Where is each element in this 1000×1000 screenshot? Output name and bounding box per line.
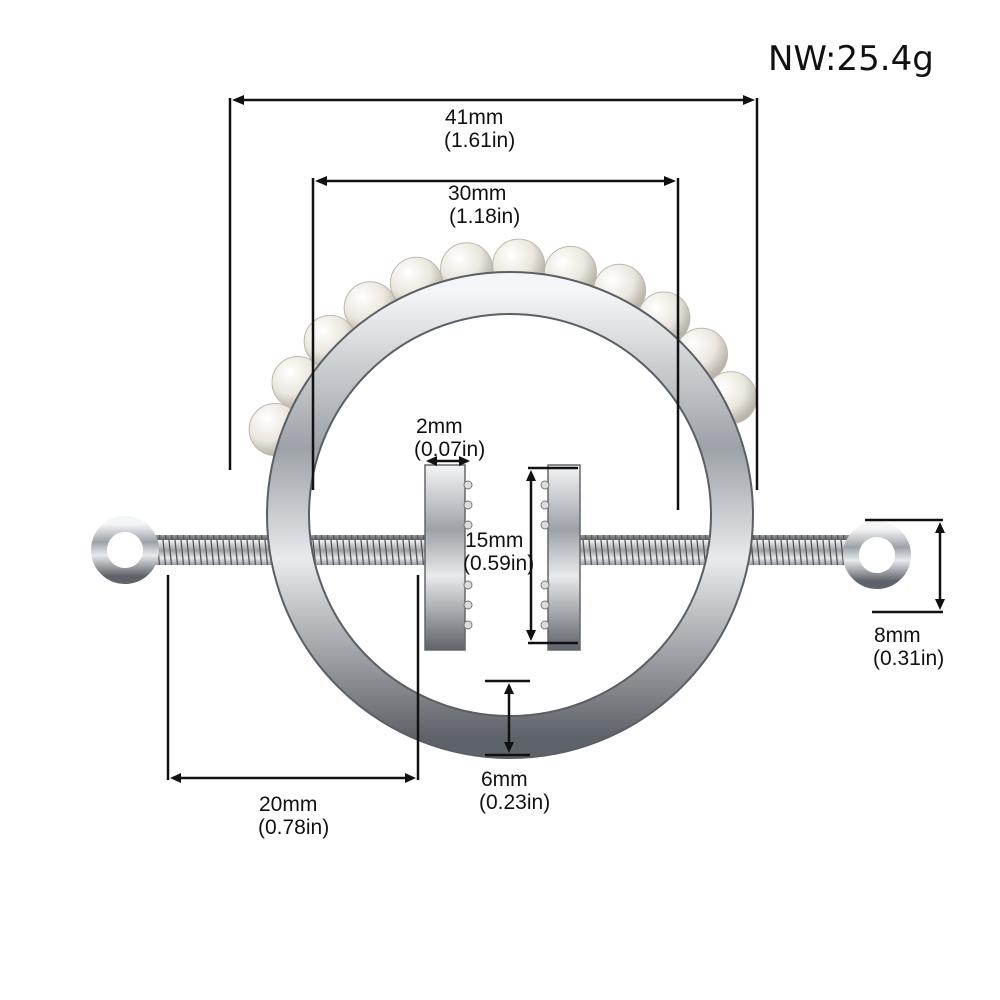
arrowheads (170, 95, 945, 783)
ring-thickness-mm: 6mm (481, 768, 528, 791)
clamp-plate-right (540, 464, 581, 651)
inner-width-mm: 30mm (448, 182, 506, 205)
ring-inner-outline (308, 313, 712, 717)
plate-thickness-in: (0.07in) (414, 438, 485, 461)
clamp-plate-left (424, 464, 473, 651)
ring-thickness-in: (0.23in) (479, 791, 550, 814)
inner-width-in: (1.18in) (449, 205, 520, 228)
plate-height-in: (0.59in) (463, 552, 534, 575)
overall-width-mm: 41mm (445, 106, 503, 129)
ring (267, 272, 753, 758)
plate-height-mm: 15mm (465, 529, 523, 552)
dimension-lines (166, 98, 943, 780)
overall-width-in: (1.61in) (444, 129, 515, 152)
eyelet-diameter-in: (0.31in) (873, 647, 944, 670)
net-weight-label: NW:25.4g (768, 39, 934, 79)
screw-length-in: (0.78in) (258, 816, 329, 839)
screw-length-mm: 20mm (259, 793, 317, 816)
plate-thickness-mm: 2mm (416, 415, 463, 438)
eyelet-right (843, 521, 911, 589)
ring-outline (266, 271, 754, 759)
eyelet-diameter-mm: 8mm (874, 624, 921, 647)
eyelet-left (91, 516, 159, 584)
